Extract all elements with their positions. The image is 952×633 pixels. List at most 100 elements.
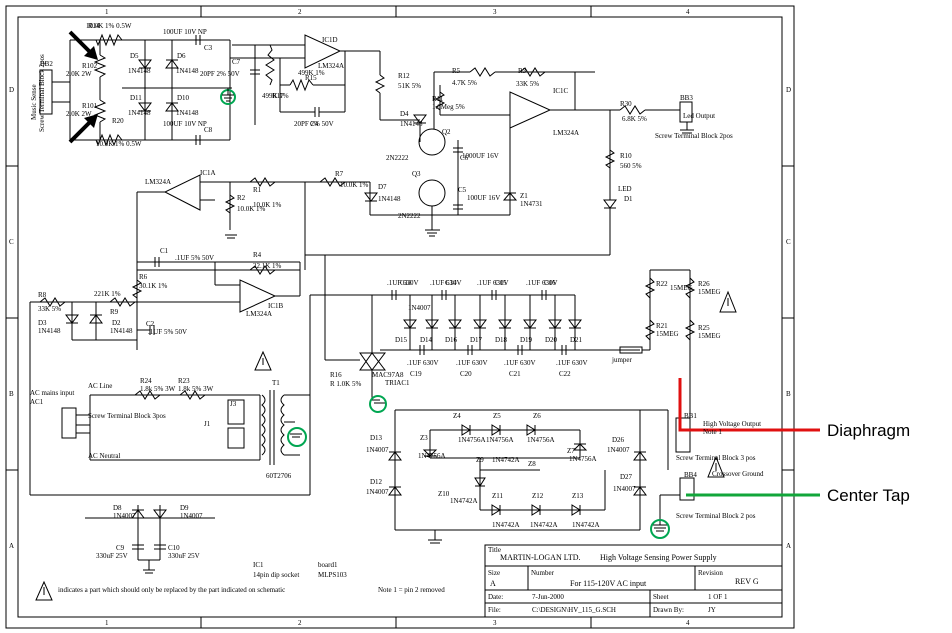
warning-icon <box>35 580 53 601</box>
part-label: 1000UF 16V <box>462 152 499 160</box>
part-label: Z11 <box>492 492 504 500</box>
part-label: 1N4742A <box>492 456 520 464</box>
part-label: 1N4148 <box>176 109 199 117</box>
part-label: D6 <box>177 52 186 60</box>
part-label: 1N4148 <box>38 327 61 335</box>
part-label: D19 <box>520 336 533 344</box>
part-label: R4 <box>253 251 262 259</box>
part-label: R8 <box>38 291 47 299</box>
part-label: D14 <box>420 336 433 344</box>
part-label: C1 <box>160 247 169 255</box>
connector-desc: Screw Terminal Block 3 pos <box>676 454 756 462</box>
part-label: D10 <box>177 94 190 102</box>
part-label: IC1B <box>268 302 284 310</box>
part-label: 60T2706 <box>266 472 292 480</box>
part-label: .1UF 5% 50V <box>148 328 187 336</box>
part-label: 33K 5% <box>38 305 61 313</box>
part-label: R 1.0K 5% <box>330 380 361 388</box>
part-label: C2 <box>146 320 155 328</box>
part-label: C10 <box>168 544 180 552</box>
part-label: 10.0K 1% 0.5W <box>86 22 132 30</box>
part-label: D15 <box>395 336 408 344</box>
part-label: 15MEG <box>670 284 693 292</box>
connector-desc: Screw Terminal Block 2 pos <box>676 512 756 520</box>
part-label: 1N4148 <box>378 195 401 203</box>
row-letter: B <box>9 390 14 398</box>
part-label: 2N2222 <box>398 212 421 220</box>
part-label: 221K 1% <box>94 290 121 298</box>
part-label: IC1D <box>322 36 338 44</box>
part-label: R3 <box>518 67 527 75</box>
part-label: C9 <box>116 544 125 552</box>
part-label: 1N4007 <box>613 485 636 493</box>
part-label: D8 <box>113 504 122 512</box>
drawn-by-label: Drawn By: <box>653 606 684 614</box>
part-label: 1N4742A <box>492 521 520 529</box>
col-number: 1 <box>105 619 109 627</box>
ac-input-title: AC mains input <box>30 389 74 397</box>
part-label: R9 <box>110 308 119 316</box>
ac-line-label: AC Line <box>88 382 112 390</box>
part-label: R1 <box>253 186 262 194</box>
part-label: D17 <box>470 336 483 344</box>
number-value: For 115-120V AC input <box>570 579 647 588</box>
board-desc: MLPS103 <box>318 571 347 579</box>
connector-desc: Music Sense <box>30 84 38 120</box>
ground-mark-green <box>369 395 387 413</box>
part-label: R5 <box>452 67 461 75</box>
size-value: A <box>490 579 496 588</box>
part-label: D27 <box>620 473 633 481</box>
part-label: D26 <box>612 436 625 444</box>
part-label: 1N4742A <box>572 521 600 529</box>
part-label: 6.8K 5% <box>622 115 647 123</box>
part-label: 1N4148 <box>128 67 151 75</box>
part-label: IC1C <box>553 87 569 95</box>
part-label: 1N4148 <box>110 327 133 335</box>
connector-id: BB4 <box>684 471 697 479</box>
part-label: .1UF 630V <box>456 359 488 367</box>
part-label: R24 <box>140 377 152 385</box>
pointer-arrow <box>68 114 98 144</box>
part-label: C4 <box>310 120 319 128</box>
ground-symbol <box>222 88 234 102</box>
part-label: 15MEG <box>698 288 721 296</box>
part-label: T1 <box>272 379 280 387</box>
zener-bridge-wiring <box>388 409 647 544</box>
part-label: Z12 <box>532 492 544 500</box>
hv-output-note: Note 1 <box>703 428 722 436</box>
comparator-wiring <box>29 174 610 496</box>
ac-input-wiring <box>61 390 311 495</box>
part-label: jumper <box>611 356 632 364</box>
inner-border <box>17 16 783 618</box>
connector-id: BB1 <box>684 412 697 420</box>
part-label: .1UF 630V <box>387 279 419 287</box>
part-label: 100UF 10V NP <box>163 28 207 36</box>
hv-ladder-wiring <box>309 269 696 425</box>
part-label: C15 <box>495 279 507 287</box>
part-label: D16 <box>445 336 458 344</box>
row-letter: A <box>9 542 14 550</box>
part-label: D5 <box>130 52 139 60</box>
connector-id: BB2 <box>40 60 53 68</box>
part-label: Z13 <box>572 492 584 500</box>
hv-output-title: High Voltage Output <box>703 420 761 428</box>
part-label: D1 <box>624 195 633 203</box>
part-label: C5 <box>458 186 467 194</box>
col-number: 3 <box>493 619 497 627</box>
row-letter: C <box>9 238 14 246</box>
part-label: D12 <box>370 478 383 486</box>
part-label: D3 <box>38 319 47 327</box>
part-label: 1N4148 <box>128 109 151 117</box>
part-label: 22.1K 1% <box>253 262 282 270</box>
part-label: 1.0Meg 5% <box>432 103 465 111</box>
part-label: R102 <box>82 62 98 70</box>
part-label: R10 <box>620 152 632 160</box>
date-value: 7-Jun-2000 <box>532 593 564 601</box>
col-number: 2 <box>298 619 302 627</box>
part-label: Z6 <box>533 412 541 420</box>
title-field-label: Title <box>488 546 501 554</box>
part-label: D9 <box>180 504 189 512</box>
part-label: R14 <box>88 22 100 30</box>
part-label: .1UF 630V <box>477 279 509 287</box>
